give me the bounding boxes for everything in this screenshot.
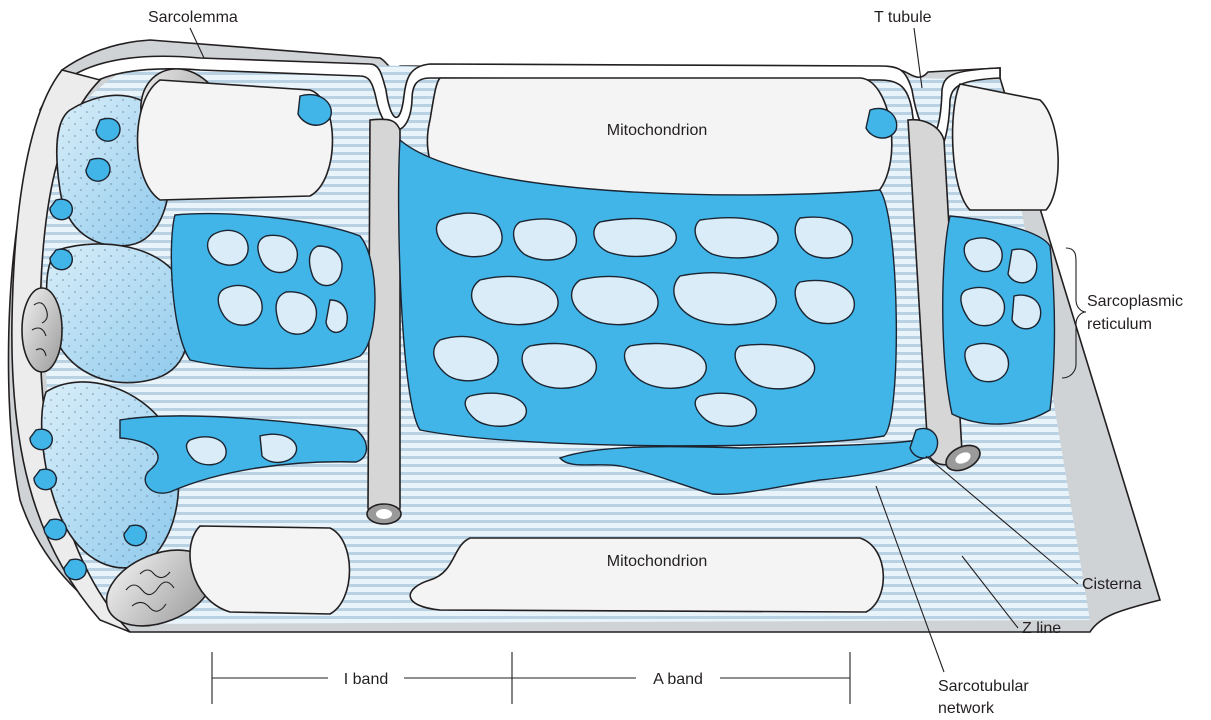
t-tubule-label: T tubule <box>874 9 932 26</box>
cisterna-label: Cisterna <box>1082 576 1142 593</box>
z-line-label: Z line <box>1022 620 1061 637</box>
sarcotubular-network-label-2: network <box>938 700 995 717</box>
sarcolemma-label: Sarcolemma <box>148 9 238 26</box>
mitochondrion-right-top <box>953 84 1059 210</box>
sarcotubular-network-label-1: Sarcotubular <box>938 678 1029 695</box>
band-scale <box>212 652 850 704</box>
mitochondrion-top-label: Mitochondrion <box>607 122 708 139</box>
i-band-label: I band <box>344 671 388 688</box>
sarcoplasmic-reticulum-label-1: Sarcoplasmic <box>1087 293 1183 310</box>
mitochondrion-left-bottom <box>190 526 350 614</box>
mitochondrion-bottom <box>410 538 883 612</box>
mitochondrion-bottom-label: Mitochondrion <box>607 553 708 570</box>
a-band-label: A band <box>653 671 703 688</box>
sarcoplasmic-reticulum-label-2: reticulum <box>1087 316 1152 333</box>
